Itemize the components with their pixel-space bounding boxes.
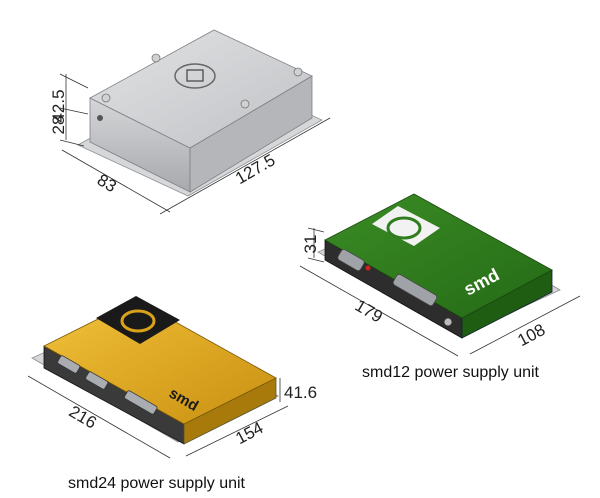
smd12-led <box>365 265 371 271</box>
dim-gray-height-total: 42.5 <box>49 89 68 122</box>
dim-gray-height-body: 28 <box>49 116 68 135</box>
smd12-logo-ring <box>386 216 422 240</box>
dim-line <box>59 139 85 147</box>
smd24-connector <box>85 371 109 390</box>
gray-top <box>89 29 313 149</box>
dim-smd24-depth: 154 <box>232 418 266 448</box>
gray-enclosure <box>59 29 331 215</box>
dim-smd24-length: 216 <box>66 402 100 433</box>
dim-line <box>27 375 171 459</box>
smd12-logo-block <box>372 206 440 246</box>
smd12-connector-db9 <box>337 249 365 271</box>
screw <box>151 53 161 63</box>
smd24-unit <box>27 296 289 459</box>
gray-logo-mark <box>186 69 204 82</box>
smd24-logo-block <box>96 296 180 344</box>
smd12-caption: smd12 power supply unit <box>362 364 540 381</box>
gray-logo <box>174 63 216 89</box>
smd12-knob <box>443 317 453 327</box>
dim-smd12-depth: 108 <box>514 320 548 350</box>
smd24-connector <box>124 390 158 415</box>
dim-line <box>59 73 89 89</box>
dim-gray-depth: 83 <box>94 170 120 196</box>
dim-smd12-length: 179 <box>352 296 386 327</box>
smd24-connector <box>57 355 81 374</box>
screw <box>101 93 111 103</box>
dim-line <box>159 117 331 215</box>
smd12-connector-db25 <box>392 274 438 306</box>
dim-smd12-height: 31 <box>301 235 320 254</box>
gray-port <box>97 115 103 121</box>
screw <box>240 99 250 109</box>
dim-line <box>59 107 89 115</box>
dim-line <box>61 149 171 213</box>
screw <box>293 67 303 77</box>
dim-line <box>299 265 459 357</box>
smd24-logo-ring <box>120 309 156 333</box>
dim-line <box>185 405 289 457</box>
dim-line <box>469 295 581 355</box>
dim-line <box>307 257 325 263</box>
smd12-unit <box>299 193 581 357</box>
dim-line <box>307 227 325 233</box>
smd24-caption: smd24 power supply unit <box>68 475 246 492</box>
dim-smd24-height: 41.6 <box>284 383 317 402</box>
